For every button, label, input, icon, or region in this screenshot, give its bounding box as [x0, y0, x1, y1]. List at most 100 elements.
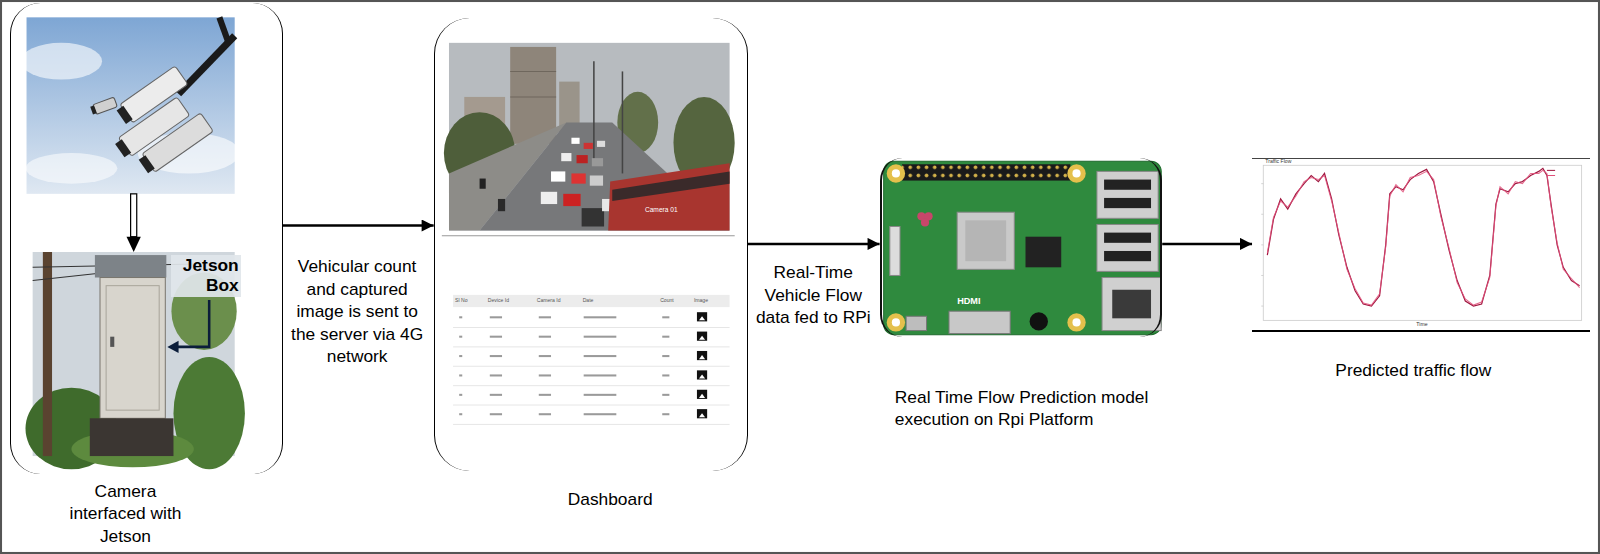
- photo-arrow: [127, 237, 141, 252]
- rpi-board: [1072, 169, 1080, 177]
- chart-title: Traffic Flow: [1265, 159, 1291, 165]
- dashboard-table: [490, 355, 502, 357]
- camera-screenshot: [622, 71, 624, 173]
- dashboard-table: [662, 316, 669, 318]
- rpi-board: [906, 316, 926, 330]
- dashboard-table: [459, 394, 462, 396]
- dashboard-table: [490, 316, 502, 318]
- photo-arrow: [131, 194, 137, 237]
- jetson-photo: [110, 337, 114, 347]
- dashboard-table: [697, 351, 707, 360]
- caption-holder: Dashboard: [534, 488, 687, 511]
- rpi-board: [1026, 237, 1062, 268]
- dashboard-table: [453, 295, 730, 425]
- dashboard-table: [539, 413, 551, 415]
- dashboard-table: [539, 374, 551, 376]
- rpi-board: [949, 311, 1010, 333]
- callout-arrow: [167, 341, 178, 353]
- dashboard-table: [697, 409, 707, 418]
- divider: [442, 235, 735, 236]
- dashboard-table: [539, 394, 551, 396]
- camera-screenshot: [444, 43, 735, 231]
- dashboard-table: [453, 385, 730, 386]
- camera-screenshot: [561, 153, 571, 161]
- arrow-label: Vehicular count and captured image is se…: [286, 255, 429, 368]
- dashboard-table: [697, 312, 707, 418]
- dashboard-table: [453, 366, 730, 367]
- flow-chart: [1261, 184, 1263, 306]
- rpi-board: [890, 226, 900, 275]
- camera-screenshot: [498, 199, 505, 211]
- dashboard-table: [697, 332, 707, 341]
- dashboard-table: [459, 316, 462, 318]
- dashboard-table: [453, 295, 730, 307]
- table-header: Camera Id: [537, 298, 561, 304]
- dashboard-table: [453, 346, 730, 347]
- dashboard-table: [699, 316, 705, 417]
- jetson-photo: [26, 252, 245, 469]
- camera-screenshot: [608, 163, 729, 230]
- camera-photo: [142, 113, 213, 172]
- dashboard-table: [662, 374, 669, 376]
- camera-screenshot: [612, 171, 729, 201]
- caption-holder: Real Time Flow Prediction model executio…: [895, 386, 1191, 431]
- dashboard-table: [459, 374, 462, 376]
- rpi-board: [1104, 251, 1151, 261]
- flow-chart: [1261, 306, 1263, 307]
- table-header: Date: [583, 298, 594, 304]
- jetson-photo: [95, 255, 166, 277]
- caption-holder: Predicted traffic flow: [1301, 359, 1525, 382]
- rpi-board: [1067, 164, 1085, 182]
- dashboard-table: [539, 355, 551, 357]
- rpi-board: [902, 164, 1070, 180]
- rpi-board: [1030, 312, 1048, 330]
- dashboard-table: [584, 336, 617, 338]
- camera-screenshot: [510, 96, 556, 97]
- camera-panel: Camera interfaced with Jetson: [10, 3, 282, 474]
- dashboard-table: [490, 413, 502, 415]
- dashboard-table: [662, 413, 669, 415]
- board-print: HDMI: [957, 296, 980, 307]
- flow-chart: [1261, 244, 1263, 245]
- flow-chart: [1261, 275, 1263, 276]
- camera-screenshot: [571, 138, 579, 144]
- camera-screenshot: [577, 155, 588, 163]
- rpi-board: [887, 313, 905, 331]
- camera-photo: [26, 153, 118, 184]
- rpi-board: [892, 318, 900, 326]
- camera-photo: [20, 17, 239, 194]
- photo-arrow: [127, 194, 141, 252]
- flow-arrow: [748, 243, 880, 246]
- rpi-board: [965, 220, 1006, 261]
- rpi-board: [1097, 171, 1158, 218]
- dashboard-table: [539, 316, 551, 318]
- dashboard-table: [699, 316, 705, 320]
- axis-label: Time: [1416, 322, 1427, 328]
- camera-screenshot: [592, 158, 603, 166]
- dashboard-table: [697, 390, 707, 399]
- table-header: Sl No: [455, 298, 467, 304]
- jetson-photo: [90, 418, 174, 456]
- camera-screenshot: [590, 175, 603, 185]
- dashboard-table: [490, 394, 502, 396]
- camera-photo: [139, 155, 155, 173]
- node-caption: Dashboard: [534, 488, 687, 511]
- dashboard-table: [490, 336, 502, 338]
- dashboard-table: [584, 413, 617, 415]
- camera-photo: [120, 66, 188, 123]
- camera-photo: [90, 97, 117, 115]
- rpi-board: [887, 164, 905, 182]
- chart-panel: Predicted traffic flow: [1252, 158, 1590, 331]
- jetson-photo: [106, 286, 159, 410]
- table-header: Device Id: [488, 298, 509, 304]
- dashboard-table: [662, 336, 669, 338]
- camera-screenshot: [551, 171, 565, 181]
- dashboard-table: [459, 413, 462, 415]
- dashboard-table: [453, 327, 730, 328]
- node-caption: Camera interfaced with Jetson: [64, 480, 186, 548]
- camera-screenshot: [597, 141, 605, 147]
- flow-chart: [1261, 183, 1263, 184]
- dashboard-table: [490, 374, 502, 376]
